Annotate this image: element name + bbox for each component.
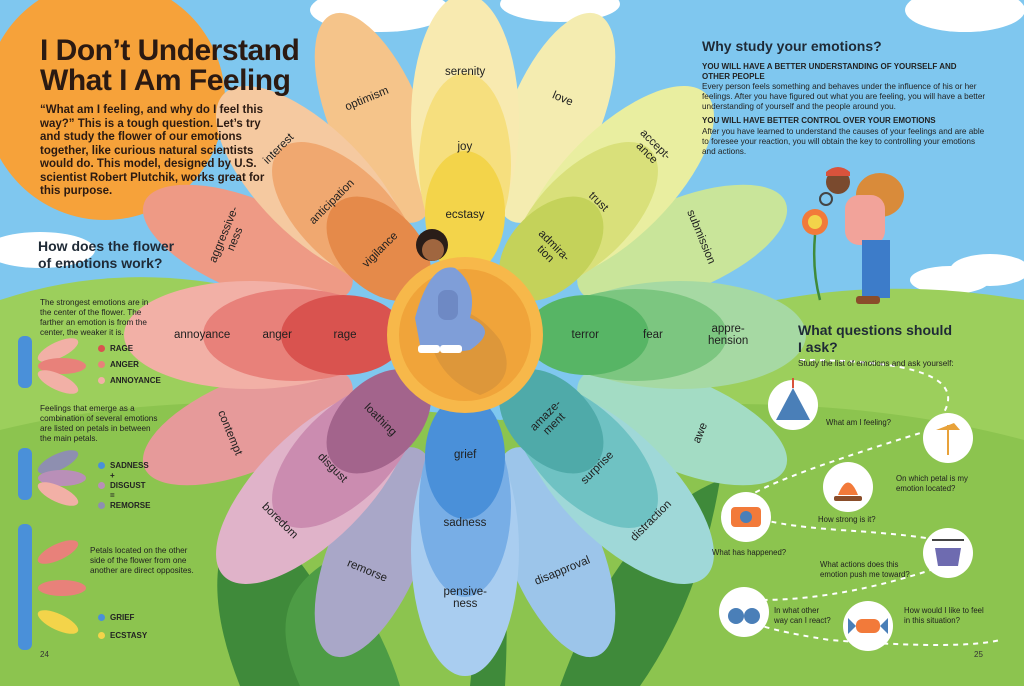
candy-icon [843,601,893,651]
petal-grief [425,395,505,519]
page-number-right: 25 [974,650,983,659]
legend-dot [98,345,105,352]
petal-label-serenity: serenity [445,66,486,78]
legend-label: ANNOYANCE [110,376,161,385]
tent-icon [768,378,818,430]
camera-icon [721,492,771,542]
binoculars-icon [719,587,769,637]
explorer-illustration [802,167,904,304]
how-paragraph-3: Petals located on the other side of the … [90,546,194,575]
legend-dot [98,361,105,368]
weathervane-icon [923,413,973,463]
sun-shape [0,0,225,220]
petal-optimism [314,12,436,223]
legend-dot [98,482,105,489]
legend-label: RAGE [110,344,134,353]
petal-label-apprehension: appre- hension [708,323,749,347]
girl-illustration [415,229,485,353]
petal-label-terror: terror [571,329,599,341]
petal-label-grief: grief [454,449,477,461]
petal-amazement [499,369,604,474]
legend-diagram-1 [18,336,86,394]
question-5: What actions does this emotion push me t… [820,560,910,579]
question-2: On which petal is my emotion located? [896,474,968,493]
petal-label-anger: anger [262,329,292,341]
intro-paragraph: “What am I feeling, and why do I feel th… [40,104,265,197]
cooking-pot-icon [923,528,973,578]
legend-dot [98,462,105,469]
legend-label: ECSTASY [110,631,148,640]
question-1: What am I feeling? [826,418,892,427]
why-section-1-body: Every person feels something and behaves… [702,82,986,111]
legend-label: = [110,491,115,500]
legend-label: REMORSE [110,501,151,510]
how-paragraph-1: The strongest emotions are in the center… [40,298,149,337]
petal-label-joy: joy [457,141,473,153]
page-title: I Don’t Understand What I Am Feeling [40,34,300,97]
petal-contempt [142,364,353,486]
why-heading: Why study your emotions? [702,38,882,54]
question-6: In what other way can I react? [774,606,831,625]
legend-dot [98,632,105,639]
why-section-1-heading: YOU WILL HAVE A BETTER UNDERSTANDING OF … [702,62,957,81]
petal-label-fear: fear [643,329,663,341]
question-4: What has happened? [712,548,787,557]
title-line-2: What I Am Feeling [40,64,291,97]
legend-label: GRIEF [110,613,135,622]
petal-label-ecstasy: ecstasy [445,209,485,221]
legend-label: ANGER [110,360,139,369]
questions-heading: What questions should I ask? [798,322,952,355]
legend-label: SADNESS [110,461,149,470]
why-section-2-body: After you have learned to understand the… [702,127,985,156]
petal-remorse [314,447,436,658]
title-line-1: I Don’t Understand [40,34,300,67]
question-3: How strong is it? [818,515,876,524]
legend-diagram-3 [18,524,86,650]
petal-aggressiveness [142,184,353,306]
petal-awe [577,364,788,486]
petal-label-sadness: sadness [443,517,487,529]
petal-admiration [499,196,604,301]
petal-disapproval [494,447,616,658]
legend-diagram-2 [18,448,86,506]
petal-label-annoyance: annoyance [174,329,231,341]
legend-dot [98,614,105,621]
petal-submission [577,184,788,306]
petal-label-pensiveness: pensive- ness [443,586,487,610]
petal-rage [281,295,405,375]
petal-vigilance [326,196,431,301]
petal-label-rage: rage [333,329,357,341]
petal-love [494,12,616,223]
why-section-2-heading: YOU WILL HAVE BETTER CONTROL OVER YOUR E… [702,116,936,125]
how-heading: How does the flower of emotions work? [38,238,175,271]
legend-label: + [110,471,115,480]
petal-loathing [326,369,431,474]
petal-terror [525,295,649,375]
how-paragraph-2: Feelings that emerge as a combination of… [40,404,158,443]
legend-label: DISGUST [110,481,146,490]
questions-intro: Study the list of emotions and ask yours… [798,359,954,368]
campfire-icon [823,462,873,512]
question-7: How would I like to feel in this situati… [904,606,984,625]
page-number-left: 24 [40,650,49,659]
legend-dot [98,377,105,384]
legend-dot [98,502,105,509]
